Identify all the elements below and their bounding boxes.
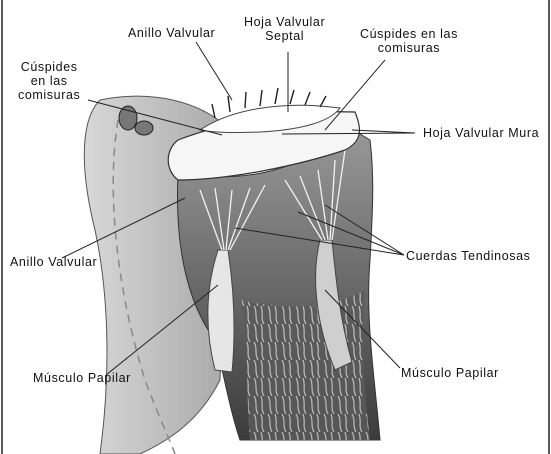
trabeculae bbox=[240, 290, 370, 440]
label-musculo-papilar-left: Músculo Papilar bbox=[33, 371, 131, 385]
label-cuspides-left: Cúspides en las comisuras bbox=[18, 60, 80, 102]
vessel-cross-section-2 bbox=[135, 121, 153, 135]
label-cuerdas-tendinosas: Cuerdas Tendinosas bbox=[406, 249, 531, 263]
label-hoja-valvular-septal: Hoja Valvular Septal bbox=[244, 15, 325, 43]
label-anillo-valvular-left: Anillo Valvular bbox=[10, 255, 97, 269]
label-cuspides-right: Cúspides en las comisuras bbox=[360, 27, 458, 55]
label-anillo-valvular-top: Anillo Valvular bbox=[128, 26, 215, 40]
vessel-cross-section-1 bbox=[119, 106, 137, 130]
label-hoja-valvular-mural: Hoja Valvular Mura bbox=[423, 126, 539, 140]
label-musculo-papilar-right: Músculo Papilar bbox=[401, 366, 499, 380]
